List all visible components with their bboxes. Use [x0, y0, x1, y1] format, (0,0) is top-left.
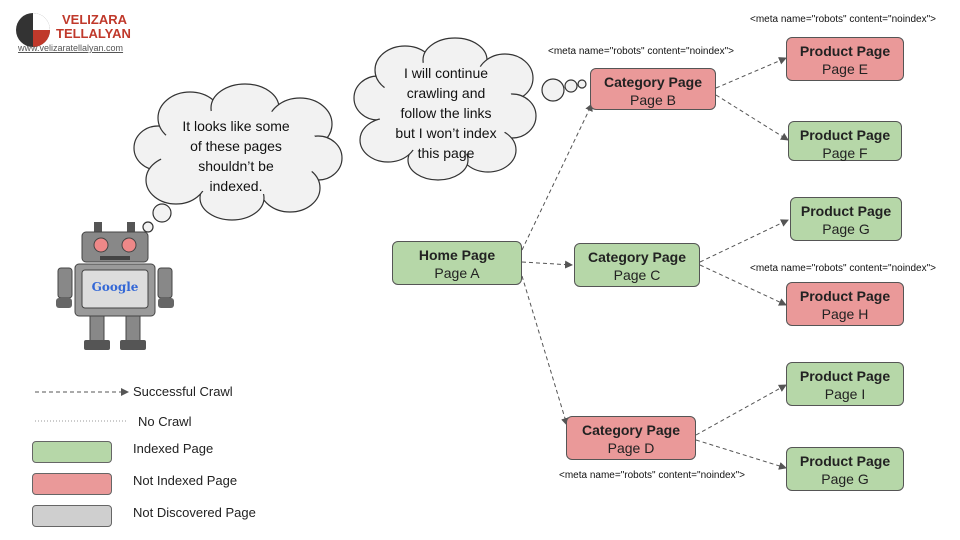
- node-subtitle: Page C: [613, 267, 661, 283]
- logo-url[interactable]: www.velizaratellalyan.com: [18, 43, 124, 53]
- left-thought-line: shouldn’t be: [198, 158, 274, 174]
- right-thought-line: I will continue: [403, 65, 489, 81]
- left-thought-line: indexed.: [209, 178, 263, 194]
- legend-not-indexed-label: Not Indexed Page: [133, 473, 238, 488]
- node-subtitle: Page G: [822, 221, 870, 237]
- edge-a-d: [521, 275, 569, 426]
- node-subtitle: Page F: [822, 145, 868, 161]
- node-subtitle: Page B: [630, 92, 676, 108]
- meta-noindex-d: <meta name="robots" content="noindex">: [559, 470, 745, 481]
- logo-line1: VELIZARA: [62, 12, 127, 27]
- node-category-page-c[interactable]: Category Page Page C: [574, 243, 700, 287]
- edge-c-h: [699, 264, 787, 306]
- edge-a-c: [521, 260, 573, 269]
- legend-no-crawl-label: No Crawl: [138, 414, 192, 429]
- node-subtitle: Page H: [821, 306, 869, 322]
- right-thought-line: but I won’t index: [395, 125, 497, 141]
- node-title: Product Page: [799, 127, 891, 143]
- edge-d-i: [695, 384, 787, 436]
- legend-not-indexed-swatch: [32, 473, 112, 495]
- node-subtitle: Page E: [822, 61, 868, 77]
- node-title: Product Page: [799, 453, 891, 469]
- node-title: Product Page: [799, 288, 891, 304]
- meta-noindex-b: <meta name="robots" content="noindex">: [548, 46, 734, 57]
- right-thought-text: I will continue crawling and follow the …: [376, 63, 516, 163]
- left-thought-text: It looks like some of these pages should…: [166, 116, 306, 196]
- edge-b-f: [715, 94, 789, 141]
- logo-mark-icon: [16, 13, 50, 47]
- node-title: Product Page: [799, 43, 891, 59]
- node-product-page-g[interactable]: Product Page Page G: [790, 197, 902, 241]
- node-title: Category Page: [603, 74, 703, 90]
- node-category-page-d[interactable]: Category Page Page D: [566, 416, 696, 460]
- node-subtitle: Page G: [821, 471, 869, 487]
- node-subtitle: Page I: [824, 386, 866, 402]
- edge-a-b: [521, 103, 593, 251]
- edge-b-e: [715, 57, 787, 89]
- legend-indexed-swatch: [32, 441, 112, 463]
- legend-not-discovered-swatch: [32, 505, 112, 527]
- left-thought-cloud: [133, 83, 343, 240]
- meta-noindex-e: <meta name="robots" content="noindex">: [750, 14, 936, 25]
- legend-indexed-label: Indexed Page: [133, 441, 214, 456]
- node-product-page-h[interactable]: Product Page Page H: [786, 282, 904, 326]
- node-subtitle: Page D: [607, 440, 655, 456]
- right-thought-cloud: [353, 37, 587, 181]
- node-product-page-i[interactable]: Product Page Page I: [786, 362, 904, 406]
- left-thought-line: It looks like some: [182, 118, 290, 134]
- node-product-page-g-2[interactable]: Product Page Page G: [786, 447, 904, 491]
- node-title: Product Page: [800, 203, 892, 219]
- edge-d-g2: [695, 439, 787, 470]
- googlebot-robot-icon: [56, 222, 174, 350]
- node-home-page-a[interactable]: Home Page Page A: [392, 241, 522, 285]
- left-thought-line: of these pages: [190, 138, 282, 154]
- node-title: Category Page: [581, 422, 681, 438]
- logo-line2: TELLALYAN: [56, 26, 131, 41]
- node-title: Category Page: [587, 249, 687, 265]
- node-category-page-b[interactable]: Category Page Page B: [590, 68, 716, 110]
- node-title: Home Page: [418, 247, 496, 263]
- right-thought-line: follow the links: [400, 105, 492, 121]
- legend-not-discovered-label: Not Discovered Page: [133, 505, 256, 520]
- robot-screen-label: Google: [91, 280, 139, 294]
- legend-successful-crawl-label: Successful Crawl: [133, 384, 233, 399]
- right-thought-line: crawling and: [406, 85, 486, 101]
- node-title: Product Page: [799, 368, 891, 384]
- right-thought-line: this page: [417, 145, 475, 161]
- node-subtitle: Page A: [434, 265, 480, 281]
- meta-noindex-h: <meta name="robots" content="noindex">: [750, 263, 936, 274]
- node-product-page-f[interactable]: Product Page Page F: [788, 121, 902, 161]
- node-product-page-e[interactable]: Product Page Page E: [786, 37, 904, 81]
- edge-c-g: [699, 219, 789, 263]
